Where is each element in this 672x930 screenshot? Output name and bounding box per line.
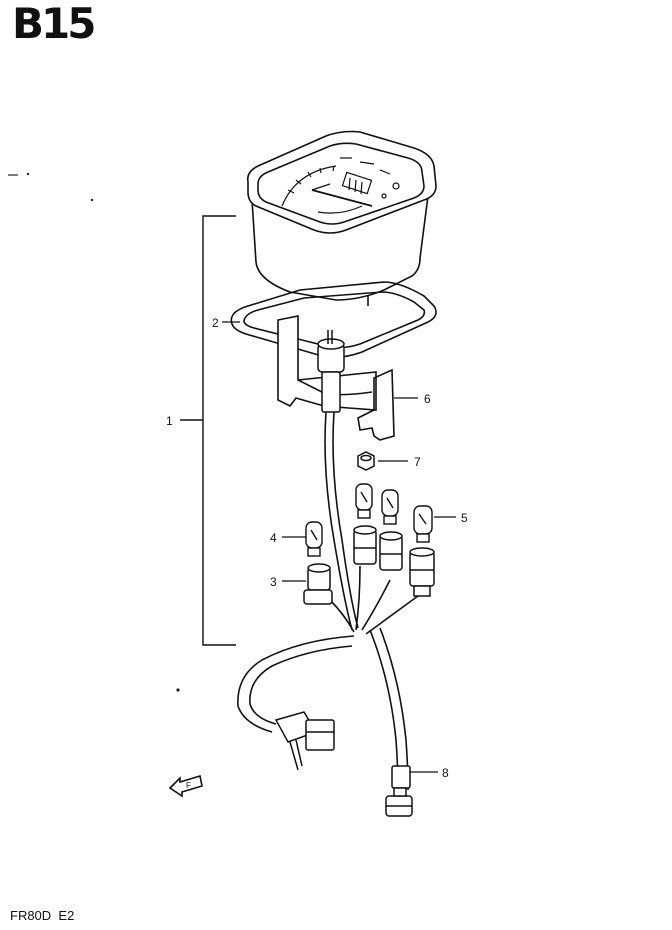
cable-end-fitting: [385, 765, 413, 817]
front-arrow-label: F: [186, 781, 191, 790]
speedometer-housing: [246, 130, 437, 306]
wiring-harness: [237, 411, 419, 733]
cable-socket: [317, 330, 345, 413]
front-arrow-icon: F: [168, 774, 203, 798]
stray-dot: [26, 172, 30, 176]
callout-4: 4: [270, 531, 277, 545]
leader-lines: [222, 321, 456, 773]
wedge-bulb-b: [381, 489, 399, 525]
stray-dot: [90, 198, 94, 202]
wedge-bulb-a: [355, 483, 373, 519]
model-code: FR80D E2: [10, 908, 74, 923]
harness-connector: [274, 711, 335, 771]
bulb-socket-c: [409, 547, 435, 597]
callout-5: 5: [461, 511, 468, 525]
callout-7: 7: [414, 455, 421, 469]
assembly-bracket: [180, 215, 236, 646]
callout-3: 3: [270, 575, 277, 589]
hex-nut: [357, 451, 375, 471]
wedge-bulb-4: [305, 521, 323, 557]
wedge-bulb-5: [413, 505, 433, 543]
stray-dot: [176, 688, 180, 692]
callout-1: 1: [166, 414, 173, 428]
bulb-socket-3: [303, 563, 333, 605]
dial-face: [281, 157, 400, 214]
gasket-ring: [230, 281, 437, 359]
bulb-socket-a: [353, 525, 377, 565]
section-code: B15: [12, 0, 94, 48]
callout-8: 8: [442, 766, 449, 780]
callout-2: 2: [212, 316, 219, 330]
bulb-socket-b: [379, 531, 403, 571]
callout-6: 6: [424, 392, 431, 406]
